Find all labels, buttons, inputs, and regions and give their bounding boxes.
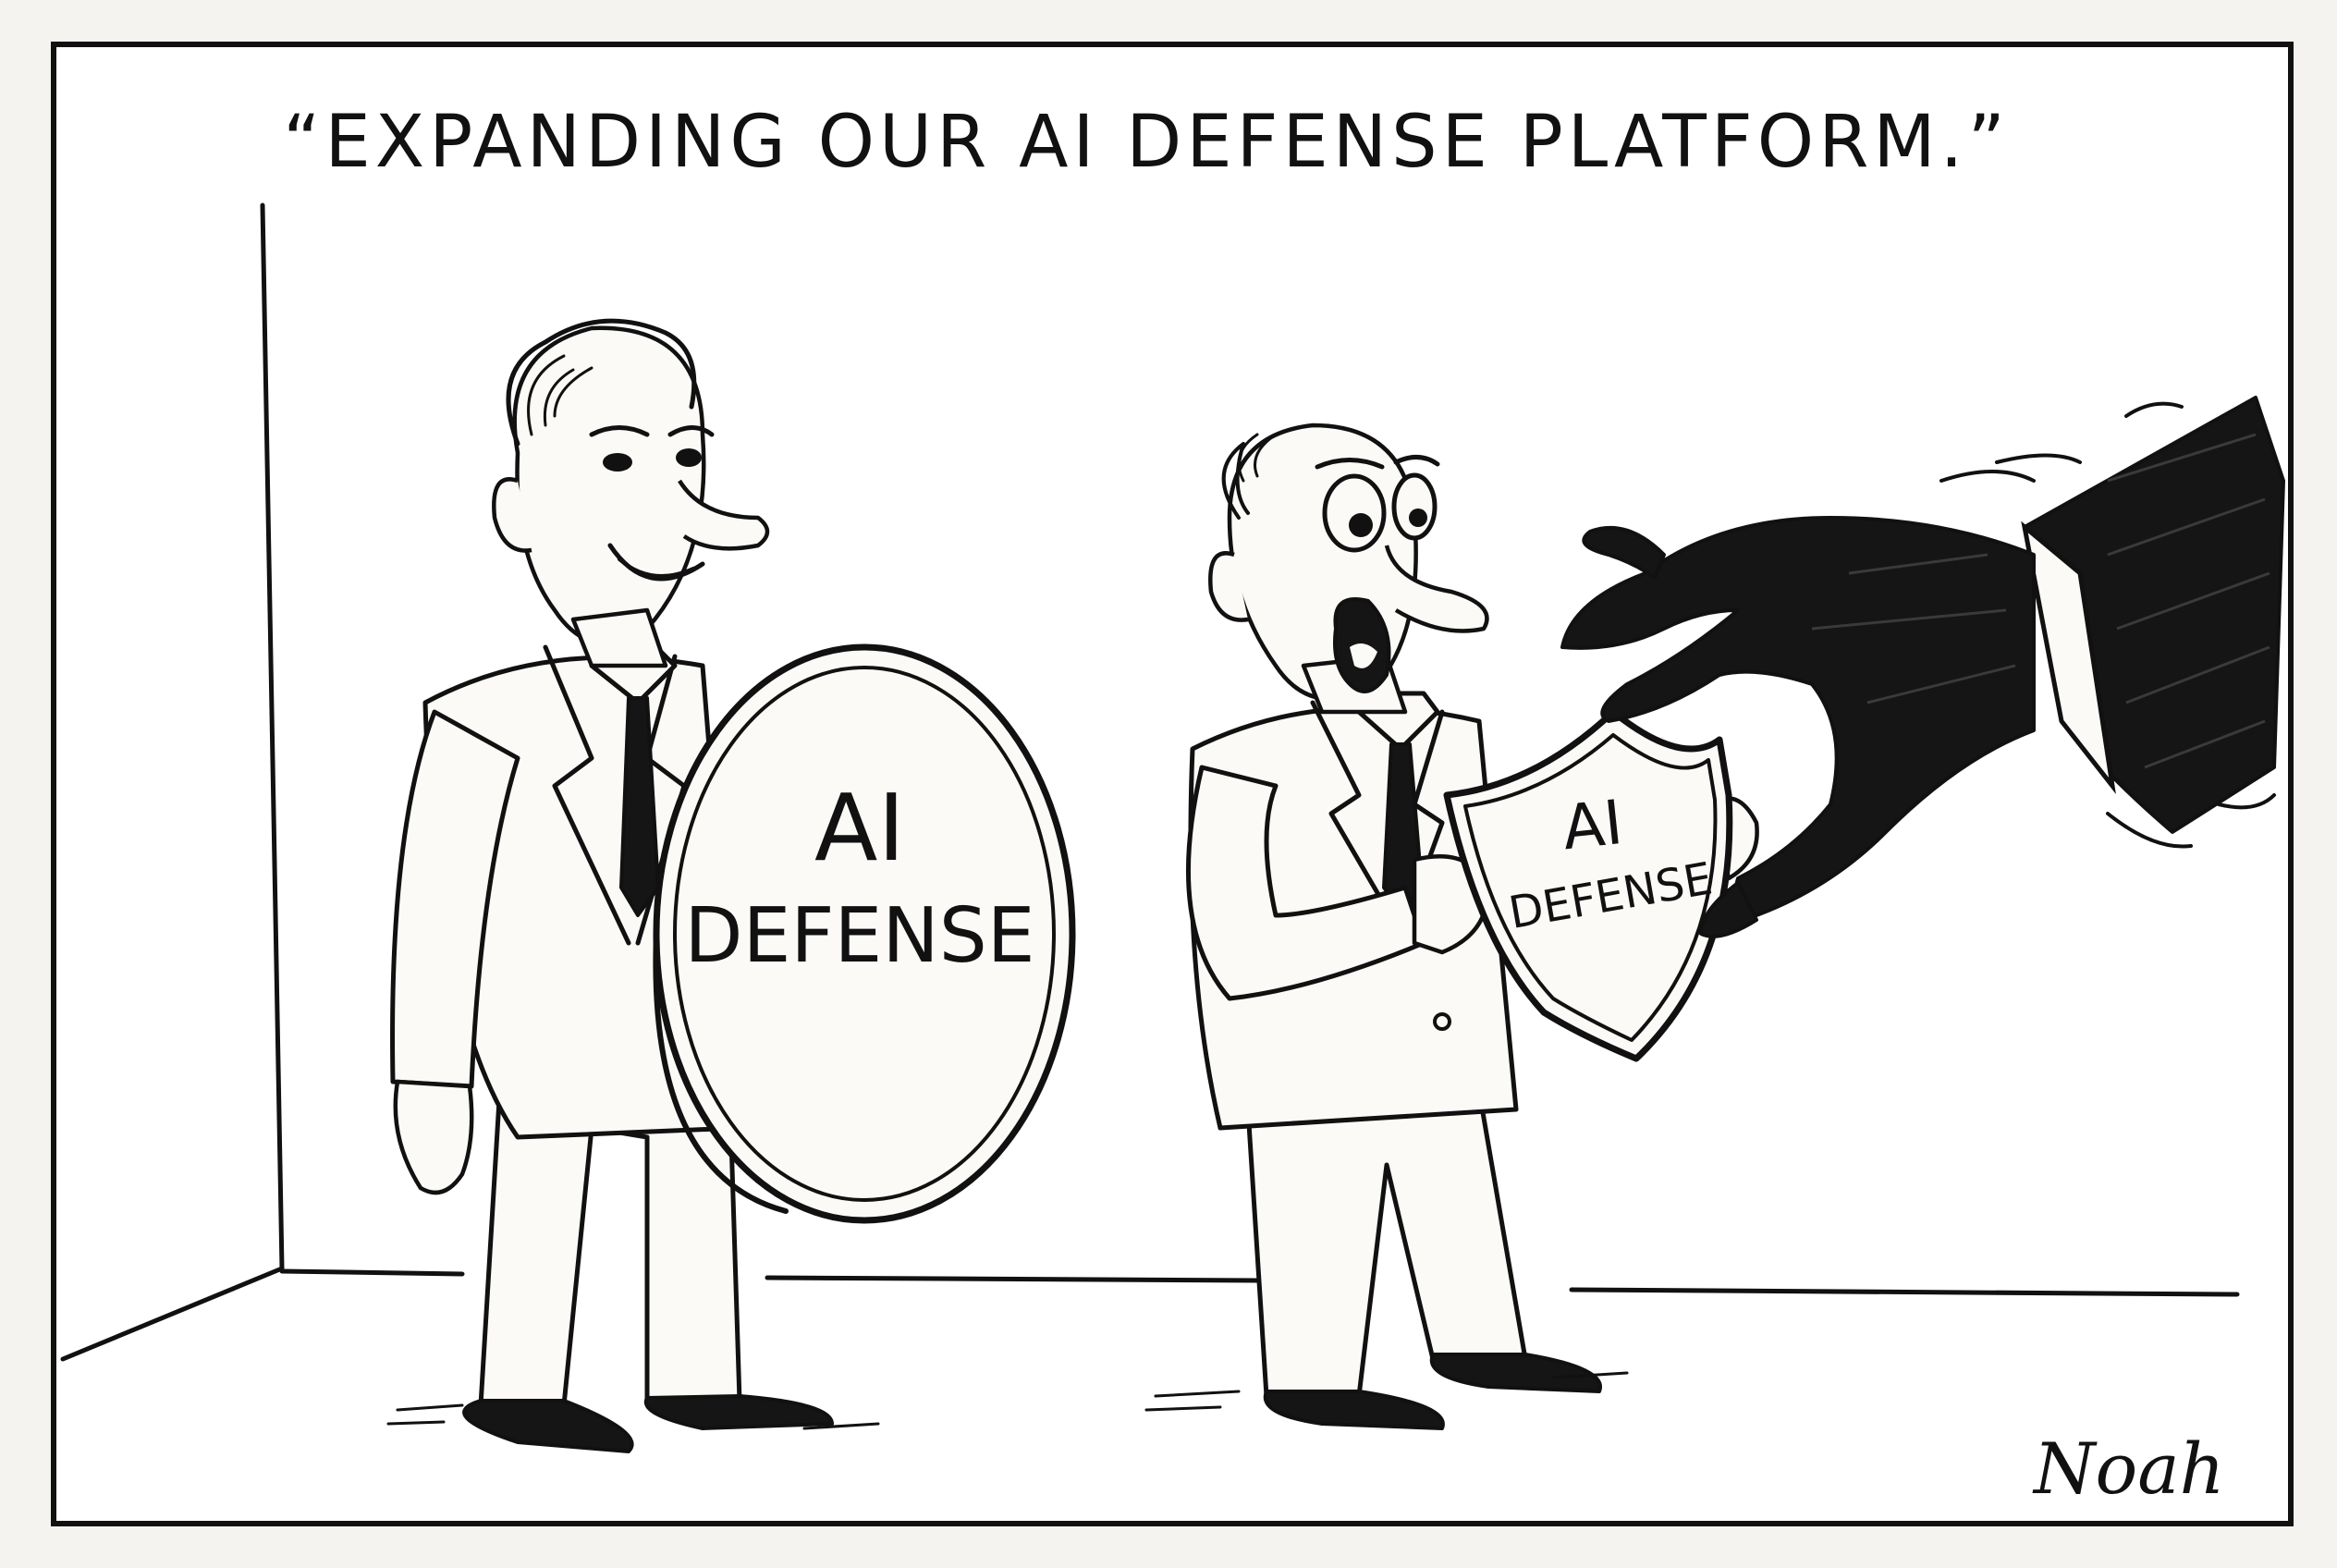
panel-border [51,42,2294,1526]
caption: “EXPANDING OUR AI DEFENSE PLATFORM.” [283,101,2010,184]
left-shield-line1: AI [814,774,905,882]
signature: Noah [2032,1427,2225,1510]
floor-shadows [386,1371,1629,1430]
right-shield: AI DEFENSE [1443,708,1733,1062]
left-shield-line2: DEFENSE [684,892,1034,980]
left-shield: AI DEFENSE [653,643,1076,1224]
shadow-hand [1560,396,2285,938]
room-lines [60,202,2240,1362]
left-man [390,318,834,1453]
right-shield-line1: AI [1559,787,1625,864]
